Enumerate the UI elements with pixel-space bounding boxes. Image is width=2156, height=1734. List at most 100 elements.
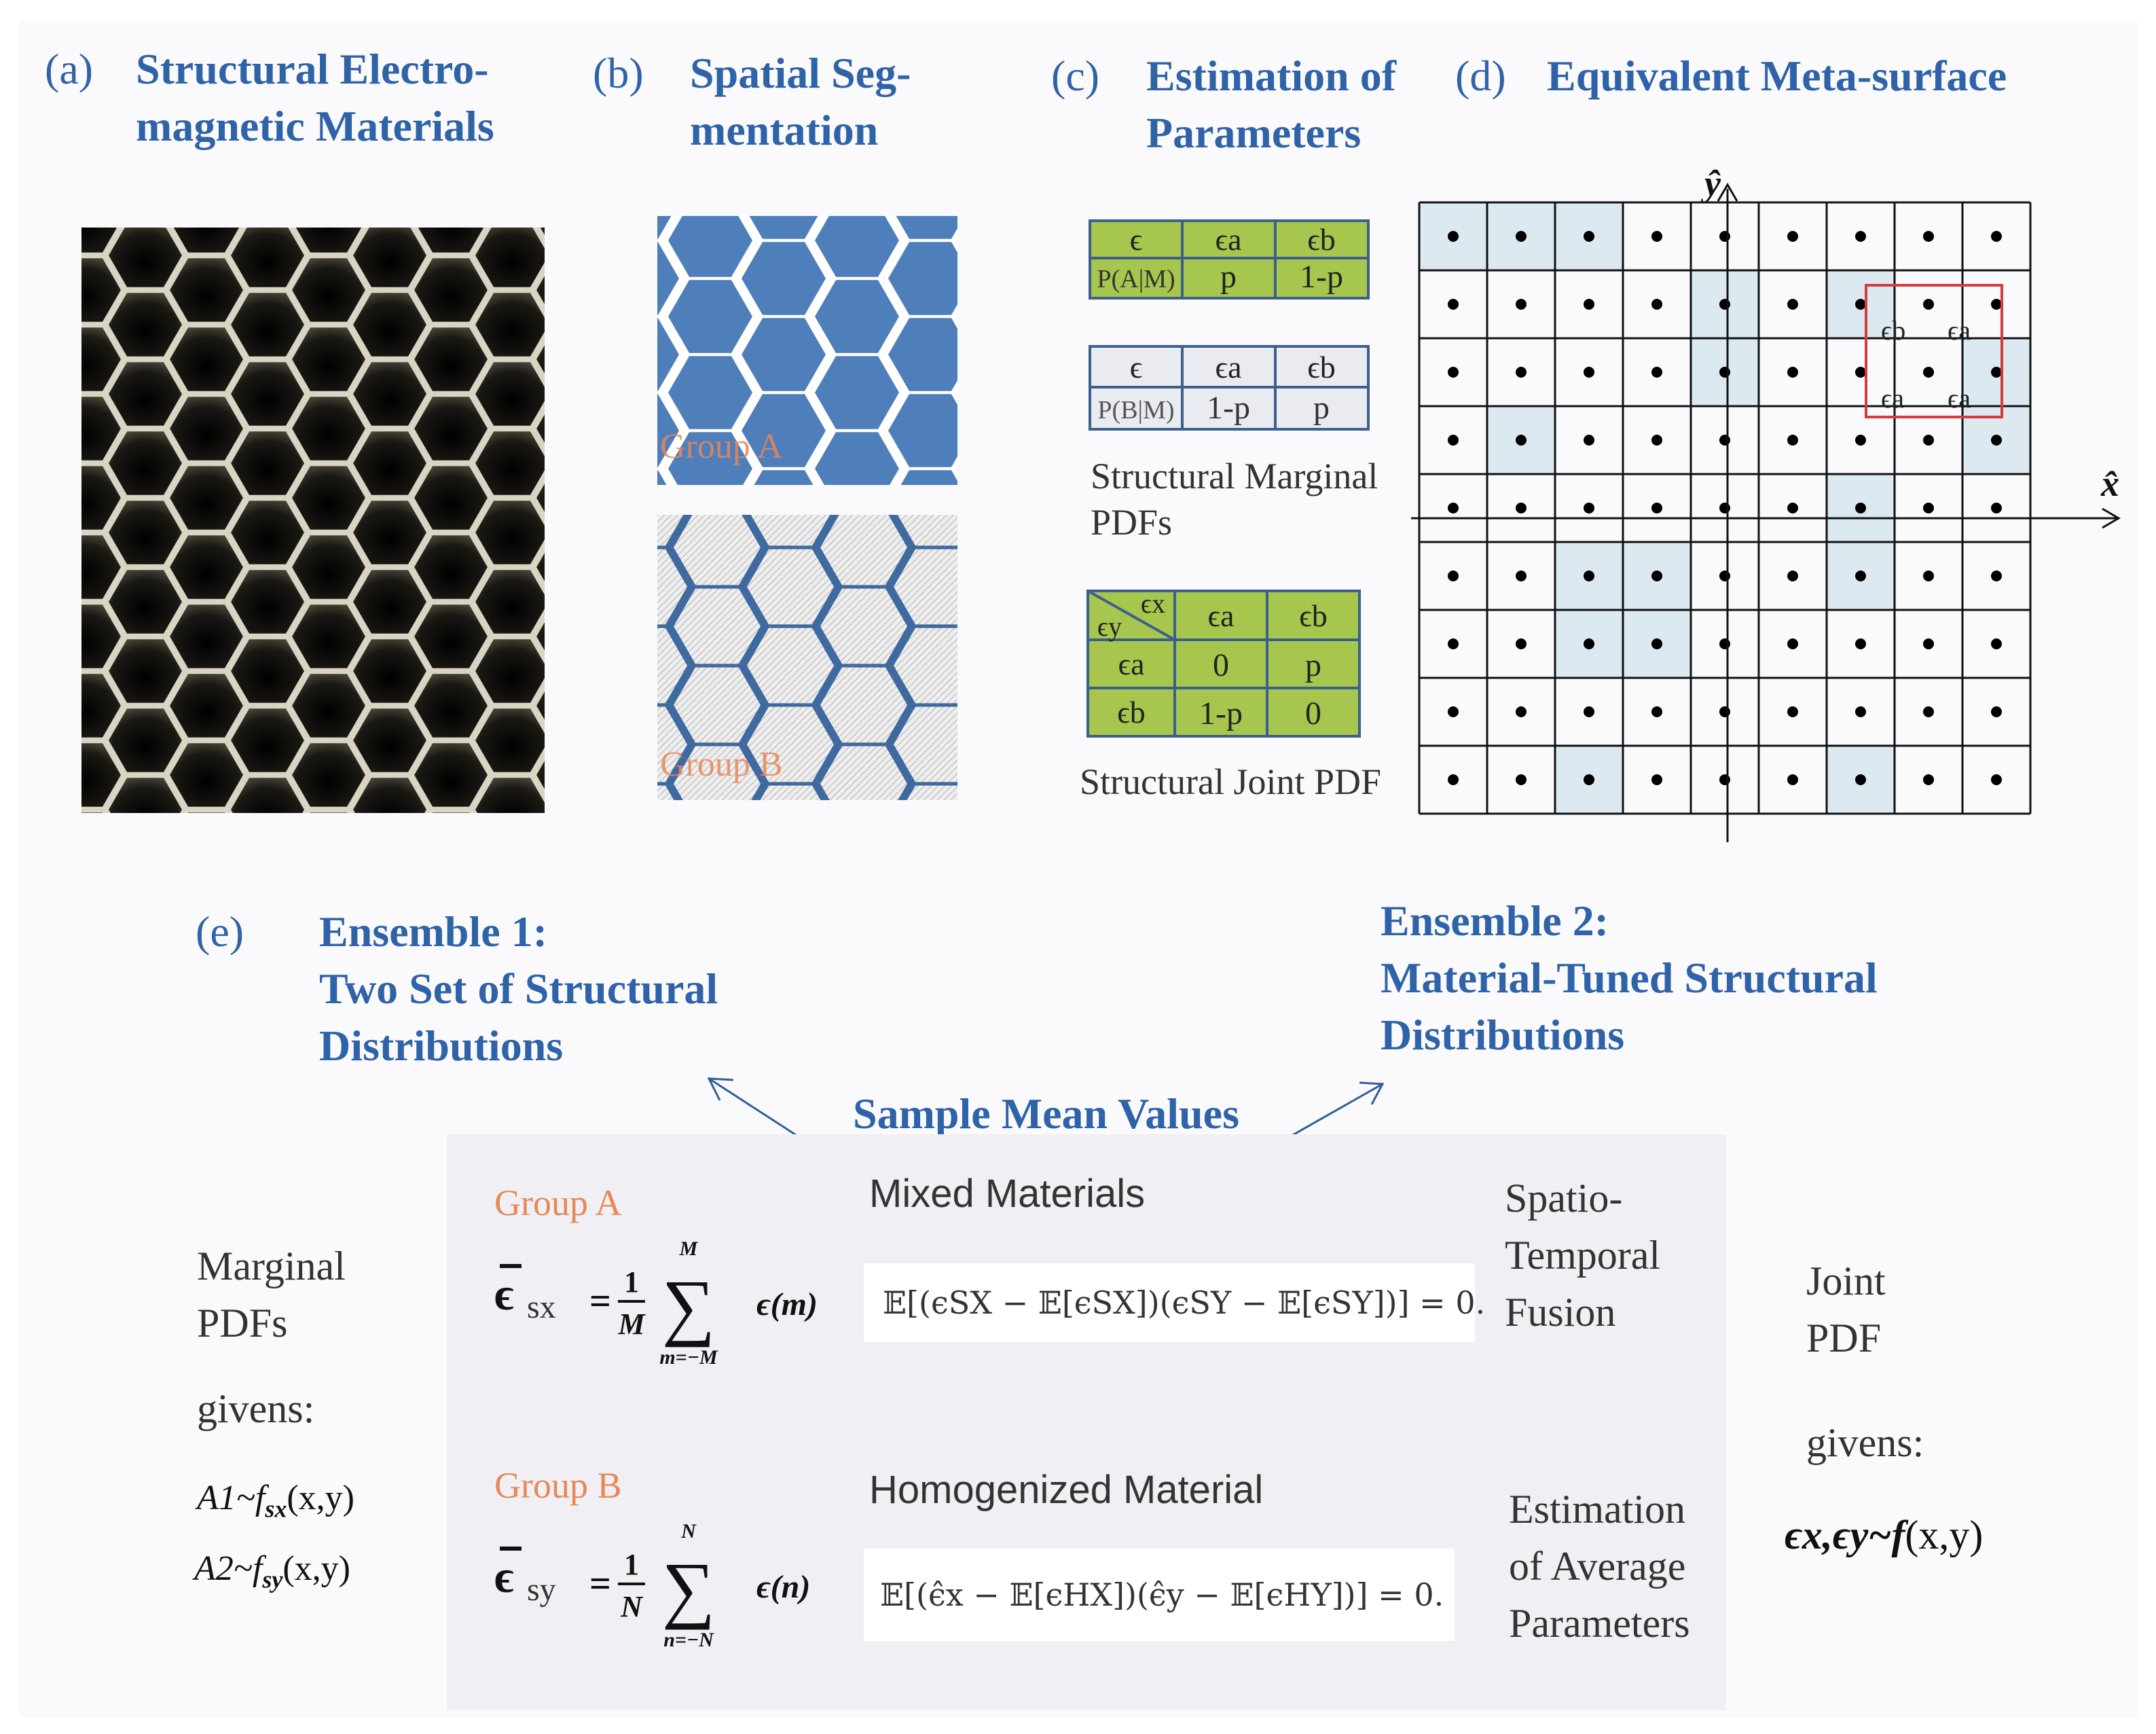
grid-dot bbox=[1787, 706, 1798, 717]
panel-a-title-line1: Structural Electro- bbox=[136, 45, 489, 93]
segment-hex-b bbox=[894, 628, 957, 704]
grid-dot bbox=[1516, 231, 1527, 242]
t2-h1: ϵa bbox=[1215, 350, 1241, 384]
grid-dot bbox=[1584, 706, 1594, 717]
mean-a-num: 1 bbox=[624, 1265, 639, 1299]
segment-hex-a bbox=[657, 216, 672, 239]
formula-group-b-label: Group B bbox=[494, 1465, 622, 1506]
t2-r1: 1-p bbox=[1207, 390, 1250, 426]
mean-formula-a: ϵ sx = 1 M M ∑ m=−M ϵ(m) bbox=[494, 1238, 818, 1369]
segment-hex-b bbox=[894, 706, 957, 782]
segment-hex-a bbox=[888, 394, 957, 467]
grid-dot bbox=[1584, 231, 1594, 242]
honeycomb-cell bbox=[530, 682, 545, 729]
panel-a-label: (a) bbox=[45, 45, 94, 93]
segment-hex-b bbox=[750, 515, 830, 546]
svg-text:=: = bbox=[589, 1563, 611, 1605]
t1-h1: ϵa bbox=[1215, 222, 1241, 257]
grid-dot bbox=[1787, 231, 1798, 242]
panel-c-title-line1: Estimation of bbox=[1146, 52, 1396, 100]
grid-dot bbox=[1991, 571, 2002, 581]
ensemble-arrows bbox=[707, 1077, 1385, 1142]
homogenized-material-title: Homogenized Material bbox=[869, 1468, 1264, 1512]
segment-hex-b bbox=[820, 515, 907, 585]
mean-b-sub: sy bbox=[527, 1572, 556, 1608]
joint-corner-x: ϵx bbox=[1141, 590, 1165, 619]
segment-hex-a bbox=[742, 242, 826, 315]
grid-dot bbox=[1787, 299, 1798, 310]
grid-dot bbox=[1855, 774, 1866, 785]
grid-dot bbox=[1923, 706, 1934, 717]
grid-dot bbox=[1448, 367, 1459, 378]
grid-dot bbox=[1923, 231, 1934, 242]
marginal-eq-2: A2~fsy(x,y) bbox=[194, 1549, 350, 1593]
fusion-line2: Temporal bbox=[1505, 1233, 1661, 1278]
fusion-line1: Spatio- bbox=[1505, 1176, 1623, 1221]
joint-caption: Structural Joint PDF bbox=[1080, 761, 1382, 802]
segment-hex-a bbox=[657, 470, 667, 485]
panel-e-label: (e) bbox=[196, 907, 244, 956]
ensemble1-line2: Two Set of Structural bbox=[319, 964, 718, 1013]
segment-hex-a bbox=[668, 280, 752, 353]
mean-b-num: 1 bbox=[624, 1548, 639, 1581]
grid-dot bbox=[1787, 638, 1798, 649]
svg-text:=: = bbox=[589, 1280, 611, 1322]
grid-dot bbox=[1448, 231, 1459, 242]
honeycomb-cell bbox=[530, 336, 545, 383]
grid-dot bbox=[1719, 706, 1730, 717]
grid-dot bbox=[1584, 638, 1594, 649]
mean-a-den: M bbox=[617, 1307, 646, 1341]
segment-hex-b bbox=[897, 515, 957, 546]
segment-hex-a bbox=[657, 242, 679, 315]
highlight-eb: ϵb bbox=[1881, 315, 1905, 346]
honeycomb-cell bbox=[530, 751, 545, 799]
segment-hex-b bbox=[907, 785, 957, 800]
mean-a-sym: ϵ bbox=[494, 1268, 514, 1320]
grid-dot bbox=[1584, 435, 1594, 446]
honeycomb-cell bbox=[530, 266, 545, 314]
grid-dot bbox=[1651, 503, 1662, 513]
svg-text:∑: ∑ bbox=[662, 1265, 715, 1348]
t2-h2: ϵb bbox=[1307, 350, 1336, 384]
highlight-ea-1: ϵa bbox=[1948, 315, 1971, 346]
marginal-table-a: ϵ ϵa ϵb P(A|M) p 1-p bbox=[1089, 219, 1370, 300]
grid-dot bbox=[1855, 299, 1866, 310]
grid-dot bbox=[1855, 367, 1866, 378]
grid-dot bbox=[1991, 774, 2002, 785]
x-axis-arrow bbox=[2102, 507, 2121, 529]
mixed-materials-title: Mixed Materials bbox=[869, 1172, 1146, 1216]
grid-dot bbox=[1651, 774, 1662, 785]
panel-d-label: (d) bbox=[1455, 52, 1506, 100]
mean-b-sym: ϵ bbox=[494, 1551, 514, 1602]
grid-dot bbox=[1516, 571, 1527, 581]
group-b-label: Group B bbox=[660, 745, 783, 784]
mean-b-sum-bot: n=−N bbox=[663, 1629, 714, 1651]
marginal-label-line1: Marginal bbox=[197, 1244, 346, 1288]
grid-dot bbox=[1448, 299, 1459, 310]
grid-dot bbox=[1584, 299, 1594, 310]
t2-r2: p bbox=[1313, 390, 1330, 426]
fusion-line3: Fusion bbox=[1505, 1290, 1616, 1335]
joint-givens: givens: bbox=[1806, 1420, 1924, 1465]
grid-dot bbox=[1991, 231, 2002, 242]
segment-hex-a bbox=[896, 216, 957, 239]
segmentation-group-a bbox=[657, 216, 957, 485]
mixed-materials-equation: 𝔼[(ϵSX − 𝔼[ϵSX])(ϵSY − 𝔼[ϵSY])] = 0. bbox=[864, 1263, 1485, 1342]
honeycomb-cell bbox=[530, 613, 545, 660]
grid-dot bbox=[1651, 299, 1662, 310]
segment-hex-b bbox=[657, 706, 687, 782]
grid-dot bbox=[1991, 503, 2002, 513]
grid-dot bbox=[1787, 503, 1798, 513]
grid-dot bbox=[1855, 706, 1866, 717]
honeycomb-cell bbox=[534, 228, 545, 245]
estimation-line3: Parameters bbox=[1509, 1601, 1690, 1646]
segment-hex-a bbox=[668, 216, 752, 277]
t1-h2: ϵb bbox=[1307, 222, 1336, 257]
estimation-line1: Estimation bbox=[1509, 1487, 1685, 1532]
grid-dot bbox=[1855, 571, 1866, 581]
ensemble2-line2: Material-Tuned Structural bbox=[1381, 954, 1878, 1002]
grid-dot bbox=[1448, 435, 1459, 446]
highlight-ea-3: ϵa bbox=[1948, 383, 1971, 414]
panel-b-label: (b) bbox=[593, 49, 644, 97]
segment-hex-a bbox=[668, 432, 752, 485]
